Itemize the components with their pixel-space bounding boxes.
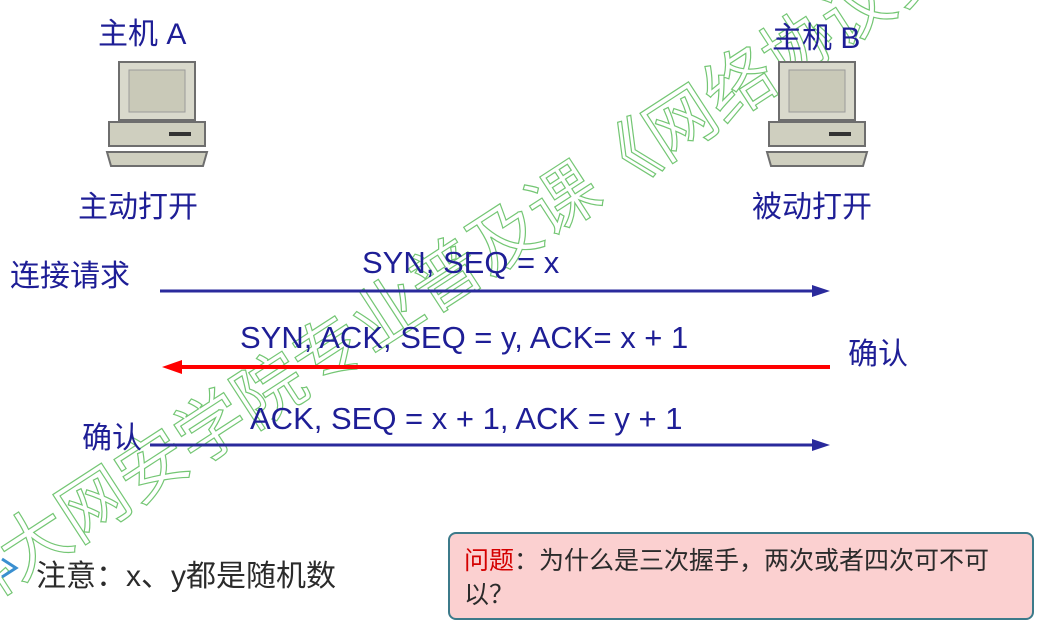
- step1-message: SYN, SEQ = x: [362, 245, 560, 280]
- note-text: 注意：x、y都是随机数: [36, 560, 336, 593]
- step1-side-label: 连接请求: [10, 260, 130, 293]
- step3-message: ACK, SEQ = x + 1, ACK = y + 1: [250, 401, 683, 436]
- host-b-computer-icon: [765, 61, 869, 167]
- arrow-ack: [150, 439, 830, 451]
- step2-message: SYN, ACK, SEQ = y, ACK= x + 1: [240, 320, 689, 355]
- arrow-syn-ack: [162, 360, 830, 374]
- step3-side-label: 确认: [82, 422, 142, 455]
- note-bullet-icon: [1, 557, 19, 579]
- step2-side-label: 确认: [848, 338, 908, 371]
- question-box: 问题：为什么是三次握手，两次或者四次可不可以？: [448, 532, 1034, 620]
- host-b-role: 被动打开: [752, 191, 872, 224]
- host-a-computer-icon: [105, 61, 209, 167]
- host-a-name: 主机 A: [98, 18, 187, 51]
- host-b-name: 主机 B: [772, 22, 861, 55]
- question-highlight: 问题: [464, 547, 515, 575]
- arrow-syn: [160, 285, 830, 297]
- host-a-role: 主动打开: [78, 191, 198, 224]
- question-text: ：为什么是三次握手，两次或者四次可不可以？: [464, 547, 990, 609]
